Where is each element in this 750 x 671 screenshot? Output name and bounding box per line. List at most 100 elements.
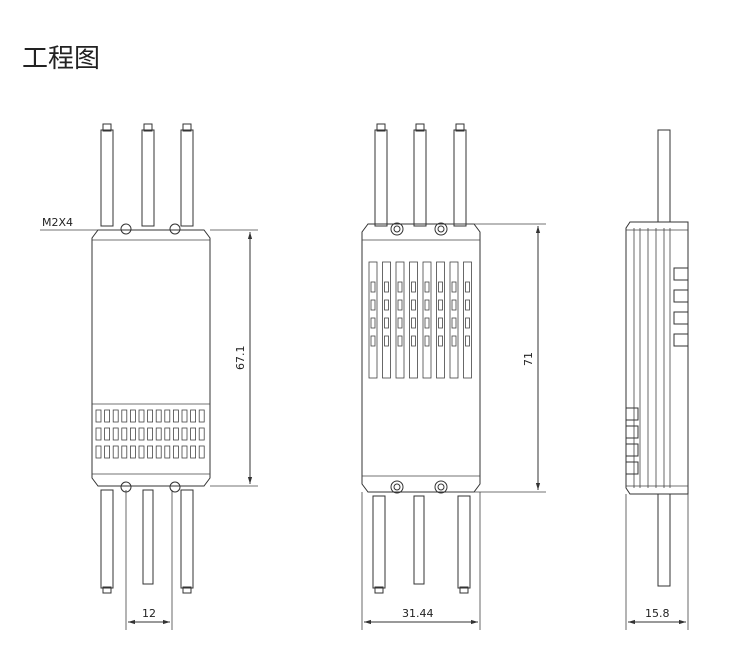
- vent-slot: [129, 427, 136, 441]
- vent-slot: [436, 261, 445, 379]
- vent-slot: [411, 335, 416, 347]
- vent-slot: [181, 427, 188, 441]
- front-vent-grid: [95, 409, 205, 459]
- vent-slot: [95, 445, 102, 459]
- vent-slot: [95, 409, 102, 423]
- vent-slot: [104, 445, 110, 459]
- vent-slot: [147, 427, 154, 441]
- vent-slot: [164, 409, 171, 423]
- vent-slot: [181, 445, 188, 459]
- vent-slot: [129, 445, 136, 459]
- vent-slot: [138, 409, 145, 423]
- vent-slot: [424, 317, 430, 329]
- vent-slot: [451, 281, 457, 293]
- vent-slot: [370, 281, 376, 293]
- vent-slot: [384, 281, 389, 293]
- vent-slot: [451, 299, 457, 311]
- vent-slot: [438, 335, 443, 347]
- vent-slot: [129, 409, 136, 423]
- back-width-label: 31.44: [402, 607, 434, 620]
- vent-slot: [370, 317, 376, 329]
- mount-hole: [120, 223, 132, 235]
- front-top-wires: [100, 123, 194, 227]
- vent-slot: [449, 261, 459, 379]
- vent-slot: [384, 299, 389, 311]
- mount-hole: [434, 222, 448, 236]
- vent-slot: [104, 409, 110, 423]
- vent-slot: [382, 261, 391, 379]
- mount-hole: [169, 481, 181, 493]
- vent-slot: [465, 281, 470, 293]
- vent-slot: [422, 261, 432, 379]
- vent-slot: [397, 281, 403, 293]
- vent-slot: [397, 335, 403, 347]
- back-top-wires: [374, 123, 467, 227]
- vent-slot: [147, 409, 154, 423]
- vent-slot: [172, 427, 179, 441]
- vent-slot: [104, 427, 110, 441]
- vent-slot: [138, 427, 145, 441]
- side-top-wire: [657, 129, 671, 223]
- vent-slot: [370, 299, 376, 311]
- back-height-label: 71: [522, 352, 535, 366]
- vent-slot: [397, 317, 403, 329]
- vent-slot: [411, 299, 416, 311]
- back-bottom-wires: [372, 495, 471, 594]
- vent-slot: [147, 445, 154, 459]
- back-body: [361, 223, 481, 493]
- front-width-label: 12: [142, 607, 156, 620]
- vent-slot: [370, 335, 376, 347]
- back-vent-grid: [368, 261, 472, 379]
- vent-slot: [465, 299, 470, 311]
- vent-slot: [95, 427, 102, 441]
- vent-slot: [411, 281, 416, 293]
- vent-slot: [155, 445, 162, 459]
- vent-slot: [181, 409, 188, 423]
- mount-hole: [390, 222, 404, 236]
- vent-slot: [155, 409, 162, 423]
- vent-slot: [409, 261, 418, 379]
- vent-slot: [198, 445, 205, 459]
- vent-slot: [172, 445, 179, 459]
- vent-slot: [164, 427, 171, 441]
- vent-slot: [438, 317, 443, 329]
- vent-slot: [397, 299, 403, 311]
- page-title: 工程图: [22, 44, 101, 74]
- vent-slot: [451, 335, 457, 347]
- side-bottom-wire: [657, 493, 671, 587]
- mount-hole: [390, 480, 404, 494]
- vent-slot: [112, 409, 119, 423]
- vent-slot: [198, 427, 205, 441]
- m2x4-label: M2X4: [42, 216, 73, 229]
- vent-slot: [384, 317, 389, 329]
- vent-slot: [190, 445, 197, 459]
- mount-hole: [434, 480, 448, 494]
- vent-slot: [395, 261, 405, 379]
- vent-slot: [121, 409, 128, 423]
- vent-slot: [190, 409, 197, 423]
- vent-slot: [112, 427, 119, 441]
- vent-slot: [465, 335, 470, 347]
- front-bottom-wires: [100, 489, 194, 594]
- vent-slot: [463, 261, 472, 379]
- front-height-label: 67.1: [234, 346, 247, 371]
- vent-slot: [164, 445, 171, 459]
- mount-hole: [169, 223, 181, 235]
- vent-slot: [438, 299, 443, 311]
- vent-slot: [424, 299, 430, 311]
- vent-slot: [424, 335, 430, 347]
- front-body: [91, 229, 211, 487]
- vent-slot: [438, 281, 443, 293]
- vent-slot: [121, 445, 128, 459]
- vent-slot: [465, 317, 470, 329]
- vent-slot: [121, 427, 128, 441]
- front-view: M2X4 67.1 12: [40, 123, 258, 630]
- side-width-label: 15.8: [645, 607, 670, 620]
- vent-slot: [112, 445, 119, 459]
- vent-slot: [155, 427, 162, 441]
- side-body: [625, 221, 689, 495]
- vent-slot: [138, 445, 145, 459]
- vent-slot: [368, 261, 378, 379]
- vent-slot: [424, 281, 430, 293]
